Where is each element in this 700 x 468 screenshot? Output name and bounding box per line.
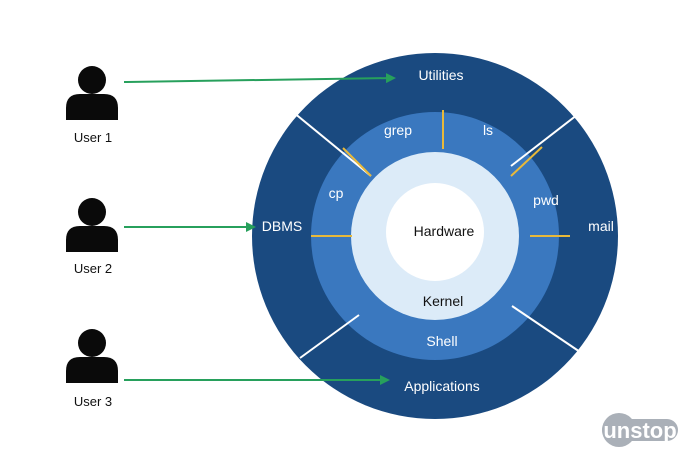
user-3: User 3	[66, 329, 118, 409]
pwd-label: pwd	[533, 192, 559, 208]
user-label: User 1	[74, 130, 112, 145]
outer-dividers	[292, 107, 587, 359]
hardware-core	[386, 183, 484, 281]
shell-label: Shell	[426, 333, 457, 349]
user-label: User 2	[74, 261, 112, 276]
logo-bar	[602, 419, 678, 441]
outer-divider	[511, 305, 587, 357]
hardware-label: Hardware	[414, 223, 475, 239]
outer-divider	[299, 314, 360, 359]
shell-divider	[510, 146, 543, 177]
kernel-label: Kernel	[423, 293, 463, 309]
user-2: User 2	[66, 198, 118, 276]
user-arrows	[123, 73, 396, 385]
utilities-label: Utilities	[418, 67, 463, 83]
user-1: User 1	[66, 66, 118, 145]
person-icon	[66, 66, 118, 120]
person-icon	[66, 198, 118, 252]
arrow-user1-utilities	[123, 73, 396, 84]
person-icon	[66, 329, 118, 383]
ls-label: ls	[483, 122, 493, 138]
unstop-logo: unstop	[602, 413, 678, 447]
outer-divider	[292, 111, 372, 177]
mail-label: mail	[588, 218, 614, 234]
cp-label: cp	[329, 185, 344, 201]
shell-divider	[342, 147, 372, 177]
shell-dividers	[311, 110, 570, 237]
outer-divider	[510, 107, 587, 167]
applications-label: Applications	[404, 378, 480, 394]
grep-label: grep	[384, 122, 412, 138]
user-label: User 3	[74, 394, 112, 409]
logo-text: unstop	[603, 418, 676, 443]
dbms-label: DBMS	[262, 218, 302, 234]
